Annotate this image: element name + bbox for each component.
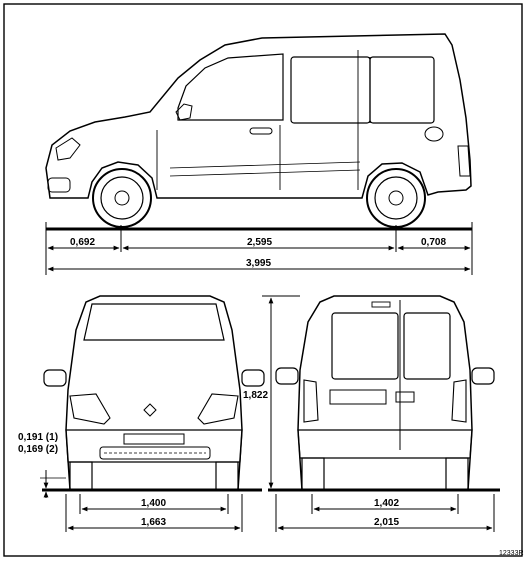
reference-code: 12333R — [499, 550, 524, 557]
side-dimension-lines — [45, 222, 473, 275]
front-overhang-label: 0,692 — [70, 237, 95, 248]
side-view-van — [45, 33, 472, 228]
width-with-mirrors-label: 2,015 — [374, 517, 399, 528]
rear-view-van — [275, 295, 495, 491]
overall-length-label: 3,995 — [246, 258, 271, 269]
body-width-label: 1,663 — [141, 517, 166, 528]
drawing-frame — [3, 3, 523, 557]
front-view-van — [43, 295, 265, 491]
front-dimension-lines — [40, 470, 243, 532]
front-track-label: 1,400 — [141, 498, 166, 509]
rear-track-label: 1,402 — [374, 498, 399, 509]
rear-overhang-label: 0,708 — [421, 237, 446, 248]
ground-clearance-2-label: 0,169 (2) — [18, 444, 58, 455]
rear-dimension-lines — [262, 295, 495, 532]
ground-clearance-1-label: 0,191 (1) — [18, 432, 58, 443]
wheelbase-label: 2,595 — [247, 237, 272, 248]
overall-height-label: 1,822 — [243, 390, 268, 401]
